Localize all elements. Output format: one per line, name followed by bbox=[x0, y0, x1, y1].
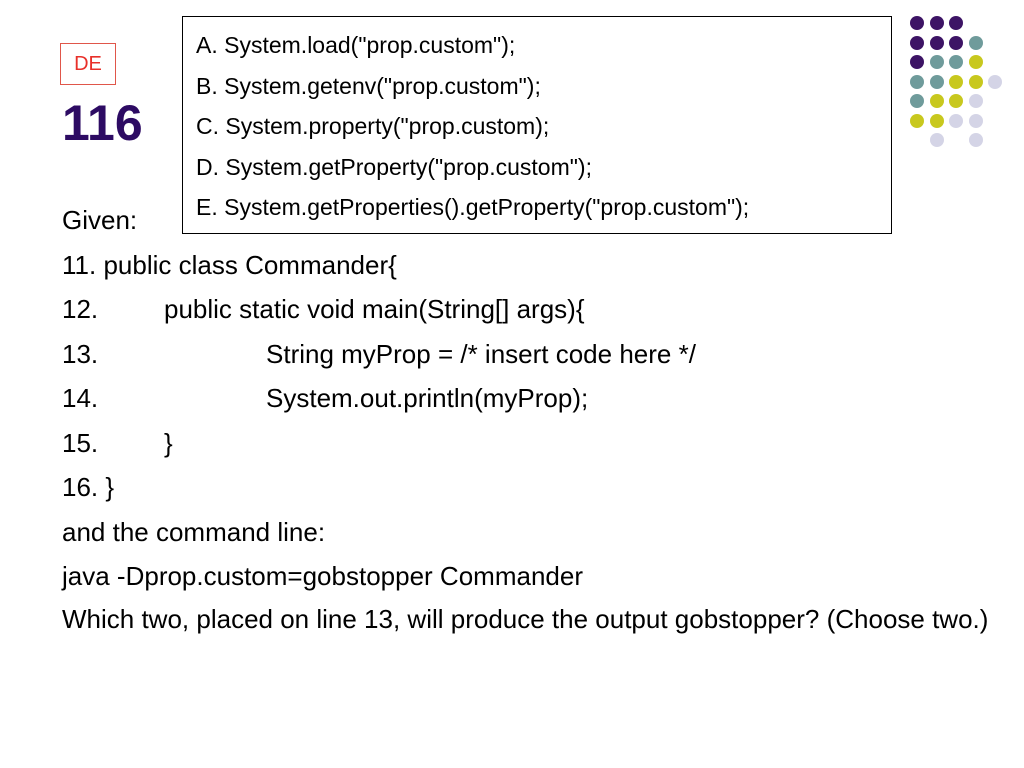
decorative-dot bbox=[929, 74, 944, 89]
slide-number: 116 bbox=[62, 95, 143, 151]
decorative-dot bbox=[910, 74, 924, 89]
code-line-14: 14. System.out.println(myProp); bbox=[62, 376, 1002, 421]
answer-options-box: A. System.load("prop.custom"); B. System… bbox=[182, 16, 892, 234]
decorative-dot bbox=[929, 35, 944, 50]
decorative-dot bbox=[949, 74, 963, 89]
code-line-12: 12. public static void main(String[] args… bbox=[62, 287, 1002, 332]
decorative-dot-grid bbox=[910, 16, 1010, 166]
decorative-dot bbox=[968, 133, 983, 147]
question-body: Given: 11. public class Commander{ 12.pu… bbox=[62, 198, 1002, 639]
section-badge: DE bbox=[60, 43, 116, 85]
decorative-dot bbox=[949, 55, 963, 69]
code-line-text: System.out.println(myProp); bbox=[266, 383, 589, 413]
code-line-number: 12. bbox=[62, 294, 99, 324]
given-label: Given: bbox=[62, 205, 138, 235]
decorative-dot bbox=[968, 74, 983, 89]
decorative-dot bbox=[968, 55, 983, 69]
decorative-dot bbox=[910, 16, 924, 30]
code-line-number: 13. bbox=[62, 338, 99, 369]
answer-option-d: D. System.getProperty("prop.custom"); bbox=[196, 153, 592, 180]
decorative-dot bbox=[929, 55, 944, 69]
answer-option-c: C. System.property("prop.custom); bbox=[196, 113, 550, 139]
decorative-dot bbox=[929, 113, 944, 128]
decorative-dot bbox=[949, 113, 963, 128]
answer-option-b: B. System.getenv("prop.custom"); bbox=[196, 72, 541, 99]
decorative-dot bbox=[910, 94, 924, 108]
decorative-dot bbox=[949, 94, 963, 108]
decorative-dot bbox=[929, 133, 944, 147]
decorative-dot bbox=[968, 94, 983, 108]
code-line-15: 15.} bbox=[62, 421, 1002, 466]
code-line-text: String myProp = /* insert code here */ bbox=[266, 338, 696, 369]
answer-option-a: A. System.load("prop.custom"); bbox=[196, 32, 516, 58]
command-line: java -Dprop.custom=gobstopper Commander bbox=[62, 561, 583, 591]
code-line-number: 11. bbox=[62, 249, 97, 280]
code-line-text: } bbox=[105, 472, 115, 502]
command-intro: and the command line: bbox=[62, 516, 326, 547]
decorative-dot bbox=[949, 35, 963, 50]
code-line-number: 16. bbox=[62, 472, 99, 502]
code-line-16: 16. } bbox=[62, 465, 1002, 510]
decorative-dot bbox=[988, 74, 1002, 89]
decorative-dot bbox=[910, 35, 924, 50]
decorative-dot bbox=[910, 113, 924, 128]
code-line-11: 11. public class Commander{ bbox=[62, 243, 1002, 288]
decorative-dot bbox=[968, 35, 983, 50]
answer-option-e: E. System.getProperties().getProperty("p… bbox=[196, 194, 750, 220]
decorative-dot bbox=[968, 113, 983, 128]
decorative-dot bbox=[929, 94, 944, 108]
code-line-number: 15. bbox=[62, 427, 99, 458]
decorative-dot bbox=[910, 55, 924, 69]
code-line-text: } bbox=[164, 427, 173, 458]
code-line-text: public class Commander{ bbox=[103, 249, 397, 280]
code-line-13: 13. String myProp = /* insert code here *… bbox=[62, 332, 1002, 377]
code-line-text: public static void main(String[] args){ bbox=[164, 294, 585, 324]
code-line-number: 14. bbox=[62, 383, 99, 413]
question-prompt: Which two, placed on line 13, will produ… bbox=[62, 603, 989, 634]
decorative-dot bbox=[929, 16, 944, 30]
decorative-dot bbox=[949, 16, 963, 30]
